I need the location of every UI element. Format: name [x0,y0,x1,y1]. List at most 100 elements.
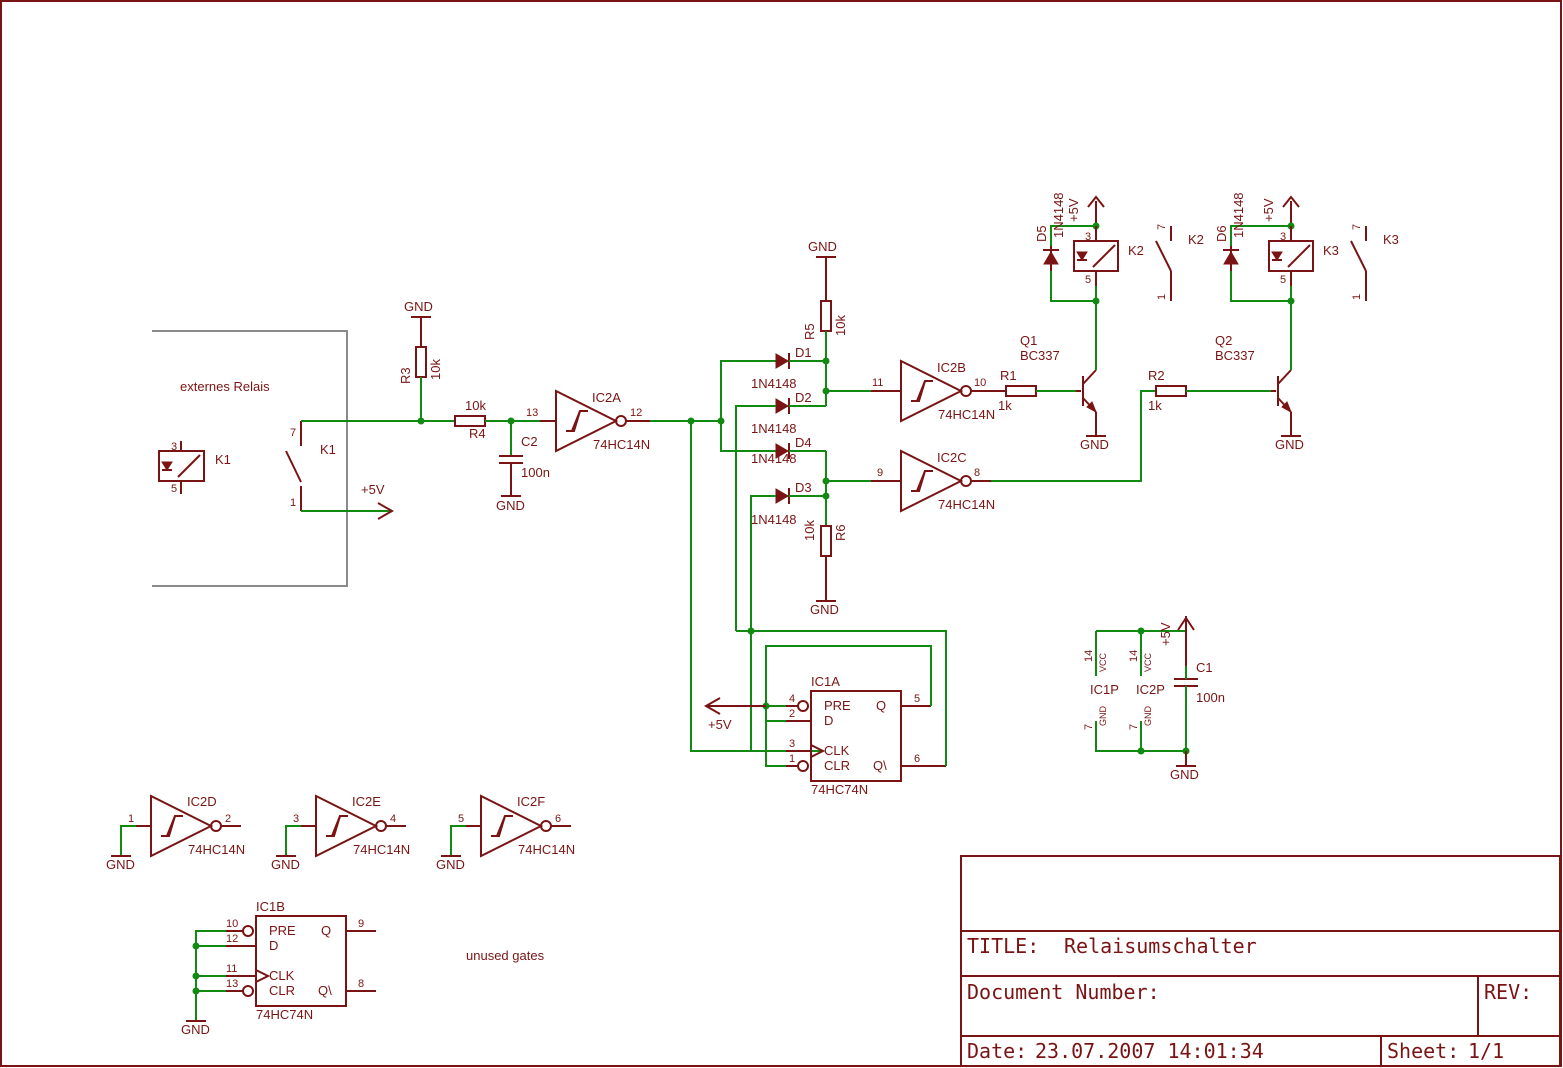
inverter-ic2b: 11 10 IC2B 74HC14N [826,359,1006,423]
sheet-label: Sheet: [1387,1039,1459,1063]
schematic-label: 1 [789,753,795,765]
schematic-label: GND [1098,706,1108,727]
schematic-label: GND [808,239,837,254]
schematic-label: Q1 [1020,333,1037,348]
schematic-label: 3 [293,813,299,825]
schematic-label: K2 [1188,232,1204,247]
schematic-label: 3 [1280,231,1286,243]
schematic-label: K3 [1383,232,1399,247]
schematic-label: GND [1080,437,1109,452]
k1-contact-label: K1 [320,442,336,457]
flipflop-ic1a: 4 2 3 1 5 6 PRE D CLK CLR Q Q\ IC1A 74HC… [786,674,946,797]
transistor-q2: Q2 BC337 GND [1215,301,1304,452]
schematic-label: 10k [802,520,817,541]
schematic-label: 1N4148 [751,376,797,391]
schematic-label: BC337 [1215,348,1255,363]
schematic-label: 14 [1128,650,1140,662]
power-section: 14 VCC 14 VCC IC1P IC2P 7 GND 7 GND +5V … [1083,616,1225,782]
schematic-label: 7 [1351,224,1363,230]
schematic-label: GND [106,857,135,872]
schematic-label: 10 [226,918,238,930]
wire-ff-feedback [765,645,932,722]
schematic-label: IC2E [352,794,381,809]
schematic-label: 10k [428,359,443,380]
schematic-label: GND [496,498,525,513]
schematic-label: 11 [226,963,237,975]
schematic-label: 1k [1148,398,1162,413]
resistor-r6: 10k R6 GND [802,451,848,617]
schematic-label: IC1P [1090,682,1119,697]
schematic-label: CLK [824,743,850,758]
inverter-ic2e: 3 4 IC2E 74HC14N GND [271,794,410,872]
schematic-label: 74HC14N [938,407,995,422]
schematic-label: 4 [390,813,396,825]
schematic-label: IC1A [811,674,840,689]
schematic-label: Q2 [1215,333,1232,348]
schematic-label: PRE [269,923,296,938]
schematic-label: 9 [877,467,883,479]
resistor-r5: GND R5 10k [802,239,848,406]
schematic-label: 100n [1196,690,1225,705]
schematic-label: PRE [824,698,851,713]
relay-k3-coil: 3 5 K3 D6 1N4148 +5V [1214,192,1339,305]
title-label: TITLE: [967,934,1039,958]
schematic-label: CLR [824,758,850,773]
schematic-label: 5 [458,813,464,825]
schematic-label: 10k [833,315,848,336]
schematic-label: 12 [226,933,238,945]
schematic-label: +5V [1066,198,1081,222]
schematic-label: 1N4148 [1231,192,1246,238]
schematic-label: +5V [361,482,385,497]
schematic-label: 2 [789,708,795,720]
schematic-label: 6 [914,753,920,765]
schematic-label: IC2B [937,360,966,375]
schematic-label: CLR [269,983,295,998]
external-relay-frame: externes Relais [152,330,348,587]
date-value: 23.07.2007 14:01:34 [1035,1039,1264,1063]
diode-d3: D3 1N4148 [750,480,826,751]
schematic-label: R1 [1000,368,1017,383]
relay-k3-contact: 7 1 K3 [1350,224,1399,301]
inverter-ic2c: 9 8 IC2C 74HC14N [826,390,1156,513]
schematic-label: 100n [521,465,550,480]
schematic-label: GND [404,299,433,314]
schematic-label: IC2A [592,390,621,405]
schematic-label: D2 [795,390,812,405]
schematic-label: R2 [1148,368,1165,383]
sheet-value: 1/1 [1468,1039,1504,1063]
resistor-r2: R2 1k [1148,368,1271,413]
unused-gates-note: unused gates [466,948,545,963]
schematic-label: 1 [128,813,134,825]
schematic-label: K3 [1323,243,1339,258]
schematic-label: 5 [1280,274,1286,286]
schematic-label: 13 [226,978,238,990]
schematic-label: GND [271,857,300,872]
schematic-label: 74HC14N [518,842,575,857]
rev-label: REV: [1484,980,1532,1004]
schematic-label: 8 [974,467,980,479]
schematic-label: Q\ [873,758,887,773]
schematic-label: D5 [1034,225,1049,242]
schematic-label: 1 [290,497,296,509]
schematic-label: GND [181,1022,210,1037]
inverter-ic2f: 5 6 IC2F 74HC14N GND [436,794,575,872]
schematic-label: R3 [398,367,413,384]
schematic-label: 3 [1085,231,1091,243]
flipflop-ic1b: 10 12 11 13 9 8 PRE D CLK CLR Q Q\ IC1B … [181,899,376,1037]
schematic-label: C1 [1196,660,1213,675]
schematic-label: Q [321,923,331,938]
schematic-label: 4 [789,693,795,705]
inverter-ic2d: 1 2 IC2D 74HC14N GND [106,794,245,872]
schematic-label: 1N4148 [751,512,797,527]
diode-d2: D2 1N4148 [735,390,826,631]
schematic-label: GND [1143,706,1153,727]
schematic-label: 3 [789,738,795,750]
schematic-label: R6 [833,524,848,541]
inverter-ic2a: 13 12 IC2A 74HC14N [526,389,650,453]
schematic-label: 7 [1083,724,1095,730]
schematic-label: 10 [974,377,986,389]
title-value: Relaisumschalter [1064,934,1257,958]
schematic-label: R4 [469,426,486,441]
relay-k2-contact: 7 1 K2 [1155,224,1204,301]
